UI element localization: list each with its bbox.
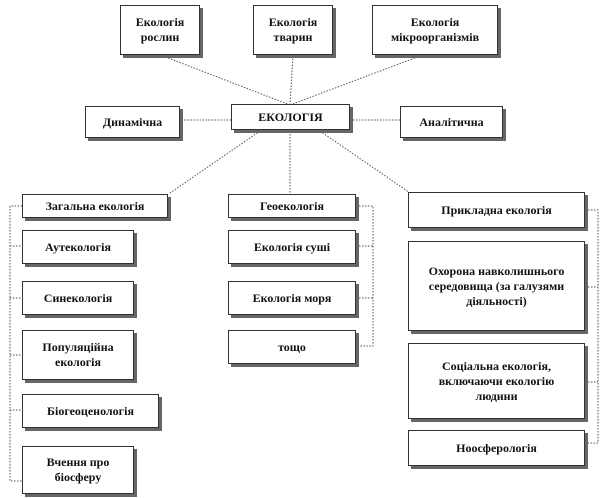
node-plant-ecology: Екологія рослин <box>120 5 200 55</box>
node-analytic: Аналітична <box>400 106 503 138</box>
node-sea-ecology: Екологія моря <box>228 281 356 315</box>
node-dynamic: Динамічна <box>85 106 180 138</box>
node-noospherology: Ноосферологія <box>408 430 585 466</box>
node-population-ecology: Популяційна екологія <box>22 330 134 380</box>
node-biosphere-doctrine: Вчення про біосферу <box>22 446 134 494</box>
node-environment-protection: Охорона навколишнього середовища (за гал… <box>408 241 585 331</box>
node-ecology-center: ЕКОЛОГІЯ <box>231 104 350 130</box>
node-land-ecology: Екологія суші <box>228 230 356 264</box>
node-autecology: Аутекологія <box>22 230 134 264</box>
node-biogeocenology: Біогеоценологія <box>22 394 159 428</box>
node-microorganism-ecology: Екологія мікроорганізмів <box>372 5 498 55</box>
node-geoecology: Геоекологія <box>228 194 356 218</box>
node-synecology: Синекологія <box>22 281 134 315</box>
node-etc: тощо <box>228 330 356 364</box>
node-applied-ecology: Прикладна екологія <box>408 192 585 228</box>
node-animal-ecology: Екологія тварин <box>253 5 333 55</box>
node-social-ecology: Соціальна екологія, включаючи екологію л… <box>408 343 585 419</box>
node-general-ecology: Загальна екологія <box>22 194 168 218</box>
